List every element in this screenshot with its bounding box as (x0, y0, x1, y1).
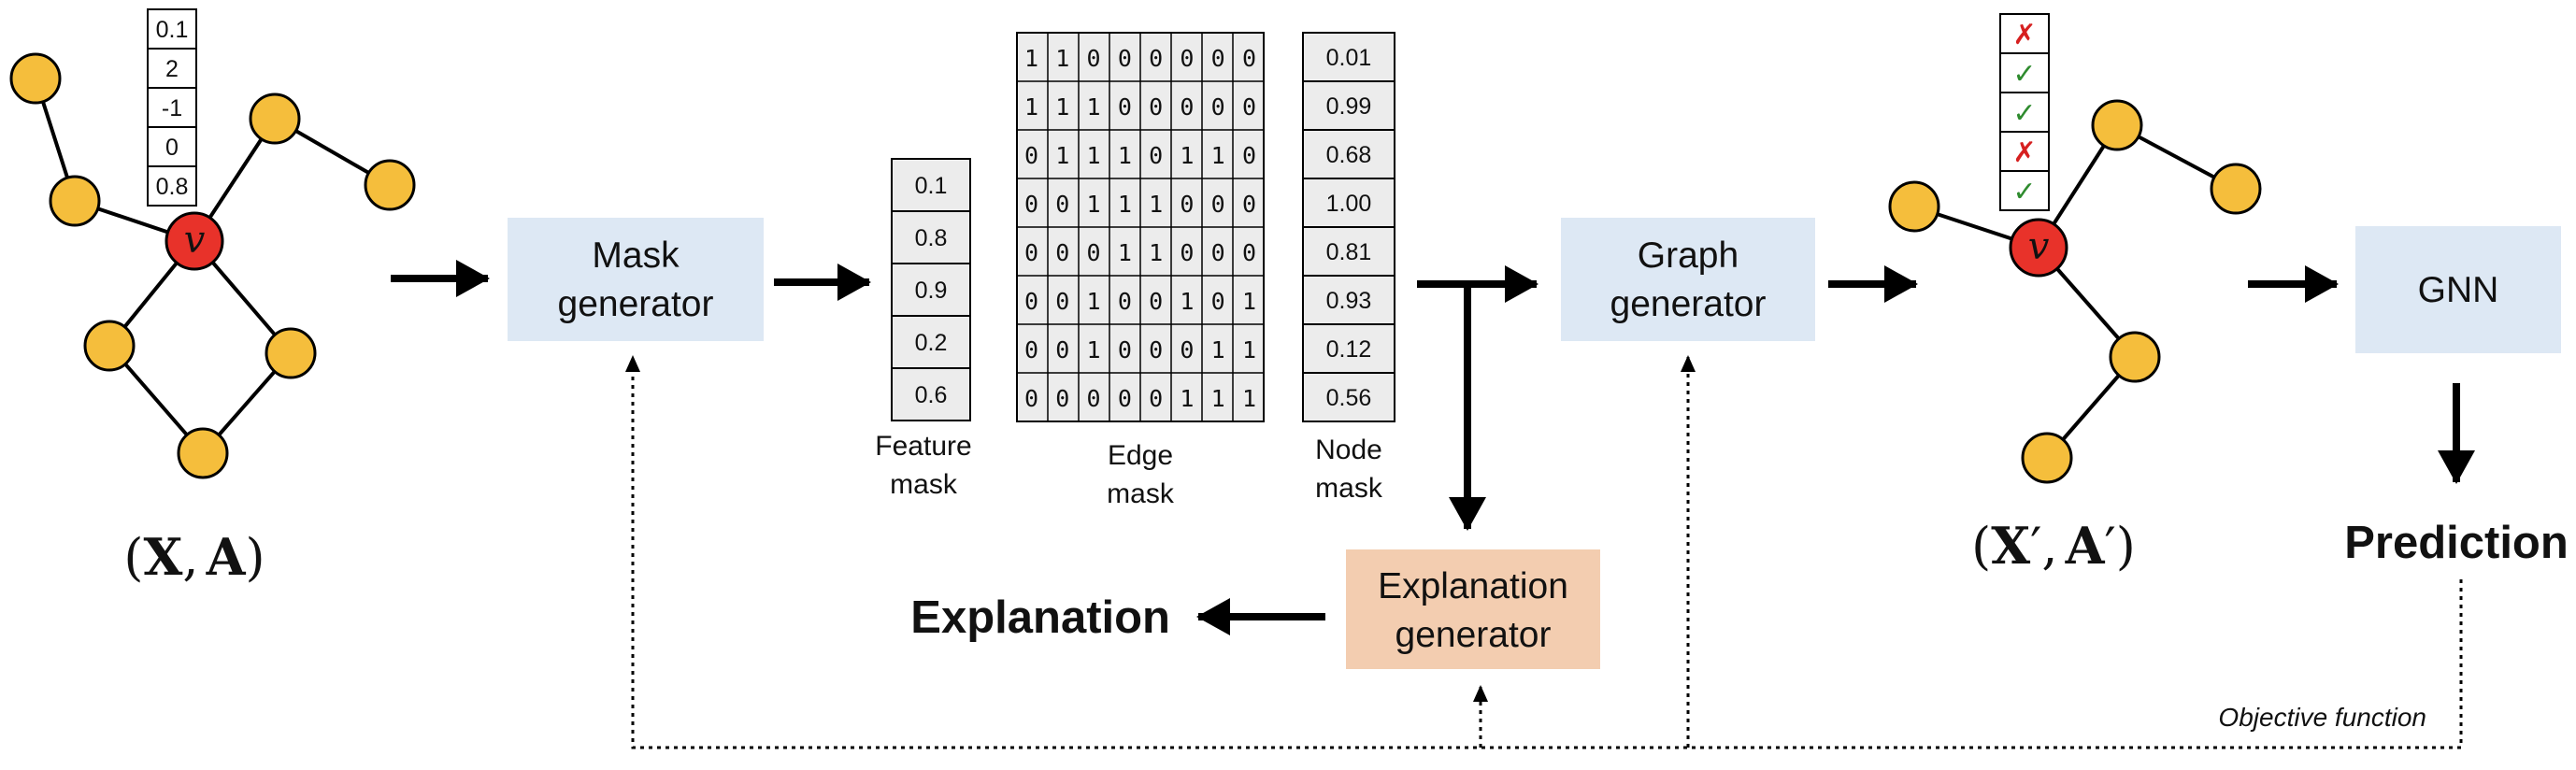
output-graph-nodes (1888, 99, 2262, 484)
edge-mask-row: 0 0 1 1 1 0 0 0 (1024, 191, 1256, 218)
graph-node (265, 327, 317, 379)
node-mask-value: 0.68 (1326, 142, 1372, 168)
cross-icon: ✗ (2012, 136, 2036, 169)
graph-node (2021, 432, 2073, 484)
feature-mask-value: 0.9 (915, 278, 948, 304)
edge-mask-label-line2: mask (1107, 478, 1175, 509)
feature-mask-label-line2: mask (890, 469, 958, 500)
feature-selection-marks: ✗ ✓ ✓ ✗ ✓ (1999, 13, 2050, 211)
edge-mask-row: 0 1 1 1 0 1 1 0 (1024, 142, 1256, 169)
feature-value: 2 (165, 56, 179, 82)
node-mask: 0.01 0.99 0.68 1.00 0.81 0.93 0.12 0.56 … (1302, 32, 1395, 504)
edge-mask-row: 0 0 0 0 0 1 1 1 (1024, 385, 1256, 412)
edge-mask-row: 0 0 0 1 1 0 0 0 (1024, 239, 1256, 266)
graph-node (249, 93, 301, 145)
graph-node (2109, 331, 2161, 383)
mask-generator-label-line2: generator (558, 284, 714, 324)
node-mask-value: 1.00 (1326, 191, 1372, 217)
node-mask-value: 0.93 (1326, 288, 1372, 314)
feature-value: -1 (162, 95, 182, 121)
graph-generator-label-line2: generator (1610, 284, 1767, 324)
feature-mask-value: 0.8 (915, 225, 948, 251)
objective-function-label: Objective function (2218, 703, 2426, 732)
feature-vector: 0.1 2 -1 0 0.8 (147, 8, 197, 207)
check-icon: ✓ (2012, 58, 2036, 91)
node-mask-value: 0.12 (1326, 336, 1372, 363)
edge-mask: 1 1 0 0 0 0 0 0 1 1 1 0 0 0 0 0 0 1 1 1 … (1016, 32, 1265, 509)
input-graph-edges (34, 78, 391, 455)
target-node (165, 211, 224, 271)
graph-node (9, 52, 62, 105)
explanation-generator-label-line1: Explanation (1378, 566, 1568, 606)
edge-mask-row: 0 0 1 0 0 1 0 1 (1024, 288, 1256, 315)
graph-node (2210, 163, 2262, 215)
check-icon: ✓ (2012, 97, 2036, 130)
output-graph-edges (1913, 123, 2237, 460)
prediction-output: Prediction (2344, 518, 2569, 568)
node-mask-value: 0.99 (1326, 93, 1372, 120)
mask-generator-label-line1: Mask (592, 235, 680, 276)
feature-value: 0.8 (156, 174, 189, 200)
feedback-line (625, 355, 2463, 749)
gnn-label: GNN (2418, 270, 2499, 310)
output-graph-caption: (X′,A′) (1971, 516, 2136, 576)
gnn-box: GNN (2355, 226, 2561, 353)
edge-mask-row: 0 0 1 0 0 0 1 1 (1024, 336, 1256, 364)
output-graph: v ✗ ✓ ✓ ✗ ✓ (X′,A′) (1888, 13, 2262, 576)
explanation-output: Explanation (910, 592, 1170, 643)
graph-node (177, 427, 229, 479)
node-mask-value: 0.81 (1326, 239, 1372, 265)
node-mask-value: 0.01 (1326, 45, 1372, 71)
node-mask-label-line1: Node (1315, 435, 1382, 465)
target-node-label: v (184, 219, 206, 262)
edge-mask-row: 1 1 1 0 0 0 0 0 (1024, 93, 1256, 121)
node-mask-label-line2: mask (1315, 473, 1383, 504)
input-graph-caption: (X,A) (123, 527, 265, 587)
feature-value: 0 (165, 135, 179, 161)
objective-function-feedback (625, 355, 2463, 749)
cross-icon: ✗ (2012, 19, 2036, 51)
check-icon: ✓ (2012, 176, 2036, 208)
mask-generator-box: Mask generator (508, 218, 764, 341)
graph-node (83, 320, 136, 372)
graph-generator-box: Graph generator (1561, 218, 1815, 341)
node-mask-value: 0.56 (1326, 385, 1372, 411)
feature-mask-label-line1: Feature (875, 431, 971, 462)
graph-node (1888, 180, 1940, 233)
input-graph-nodes (9, 52, 416, 479)
edge-mask-row: 1 1 0 0 0 0 0 0 (1024, 45, 1256, 72)
explanation-generator-label-line2: generator (1395, 615, 1552, 655)
input-graph: v 0.1 2 -1 0 0.8 (X,A) (9, 8, 416, 587)
graph-node (364, 159, 416, 211)
feature-value: 0.1 (156, 17, 189, 43)
graph-node (49, 175, 101, 227)
feature-mask-value: 0.2 (915, 330, 948, 356)
edge-mask-label-line1: Edge (1108, 440, 1173, 471)
explanation-generator-box: Explanation generator (1346, 549, 1600, 669)
target-node-label: v (2028, 225, 2050, 268)
graph-generator-label-line1: Graph (1638, 235, 1739, 276)
feature-mask-value: 0.6 (915, 382, 948, 408)
feature-mask-value: 0.1 (915, 173, 948, 199)
graph-node (2091, 99, 2143, 151)
target-node (2009, 218, 2068, 278)
feature-mask: 0.1 0.8 0.9 0.2 0.6 Feature mask (875, 158, 972, 500)
